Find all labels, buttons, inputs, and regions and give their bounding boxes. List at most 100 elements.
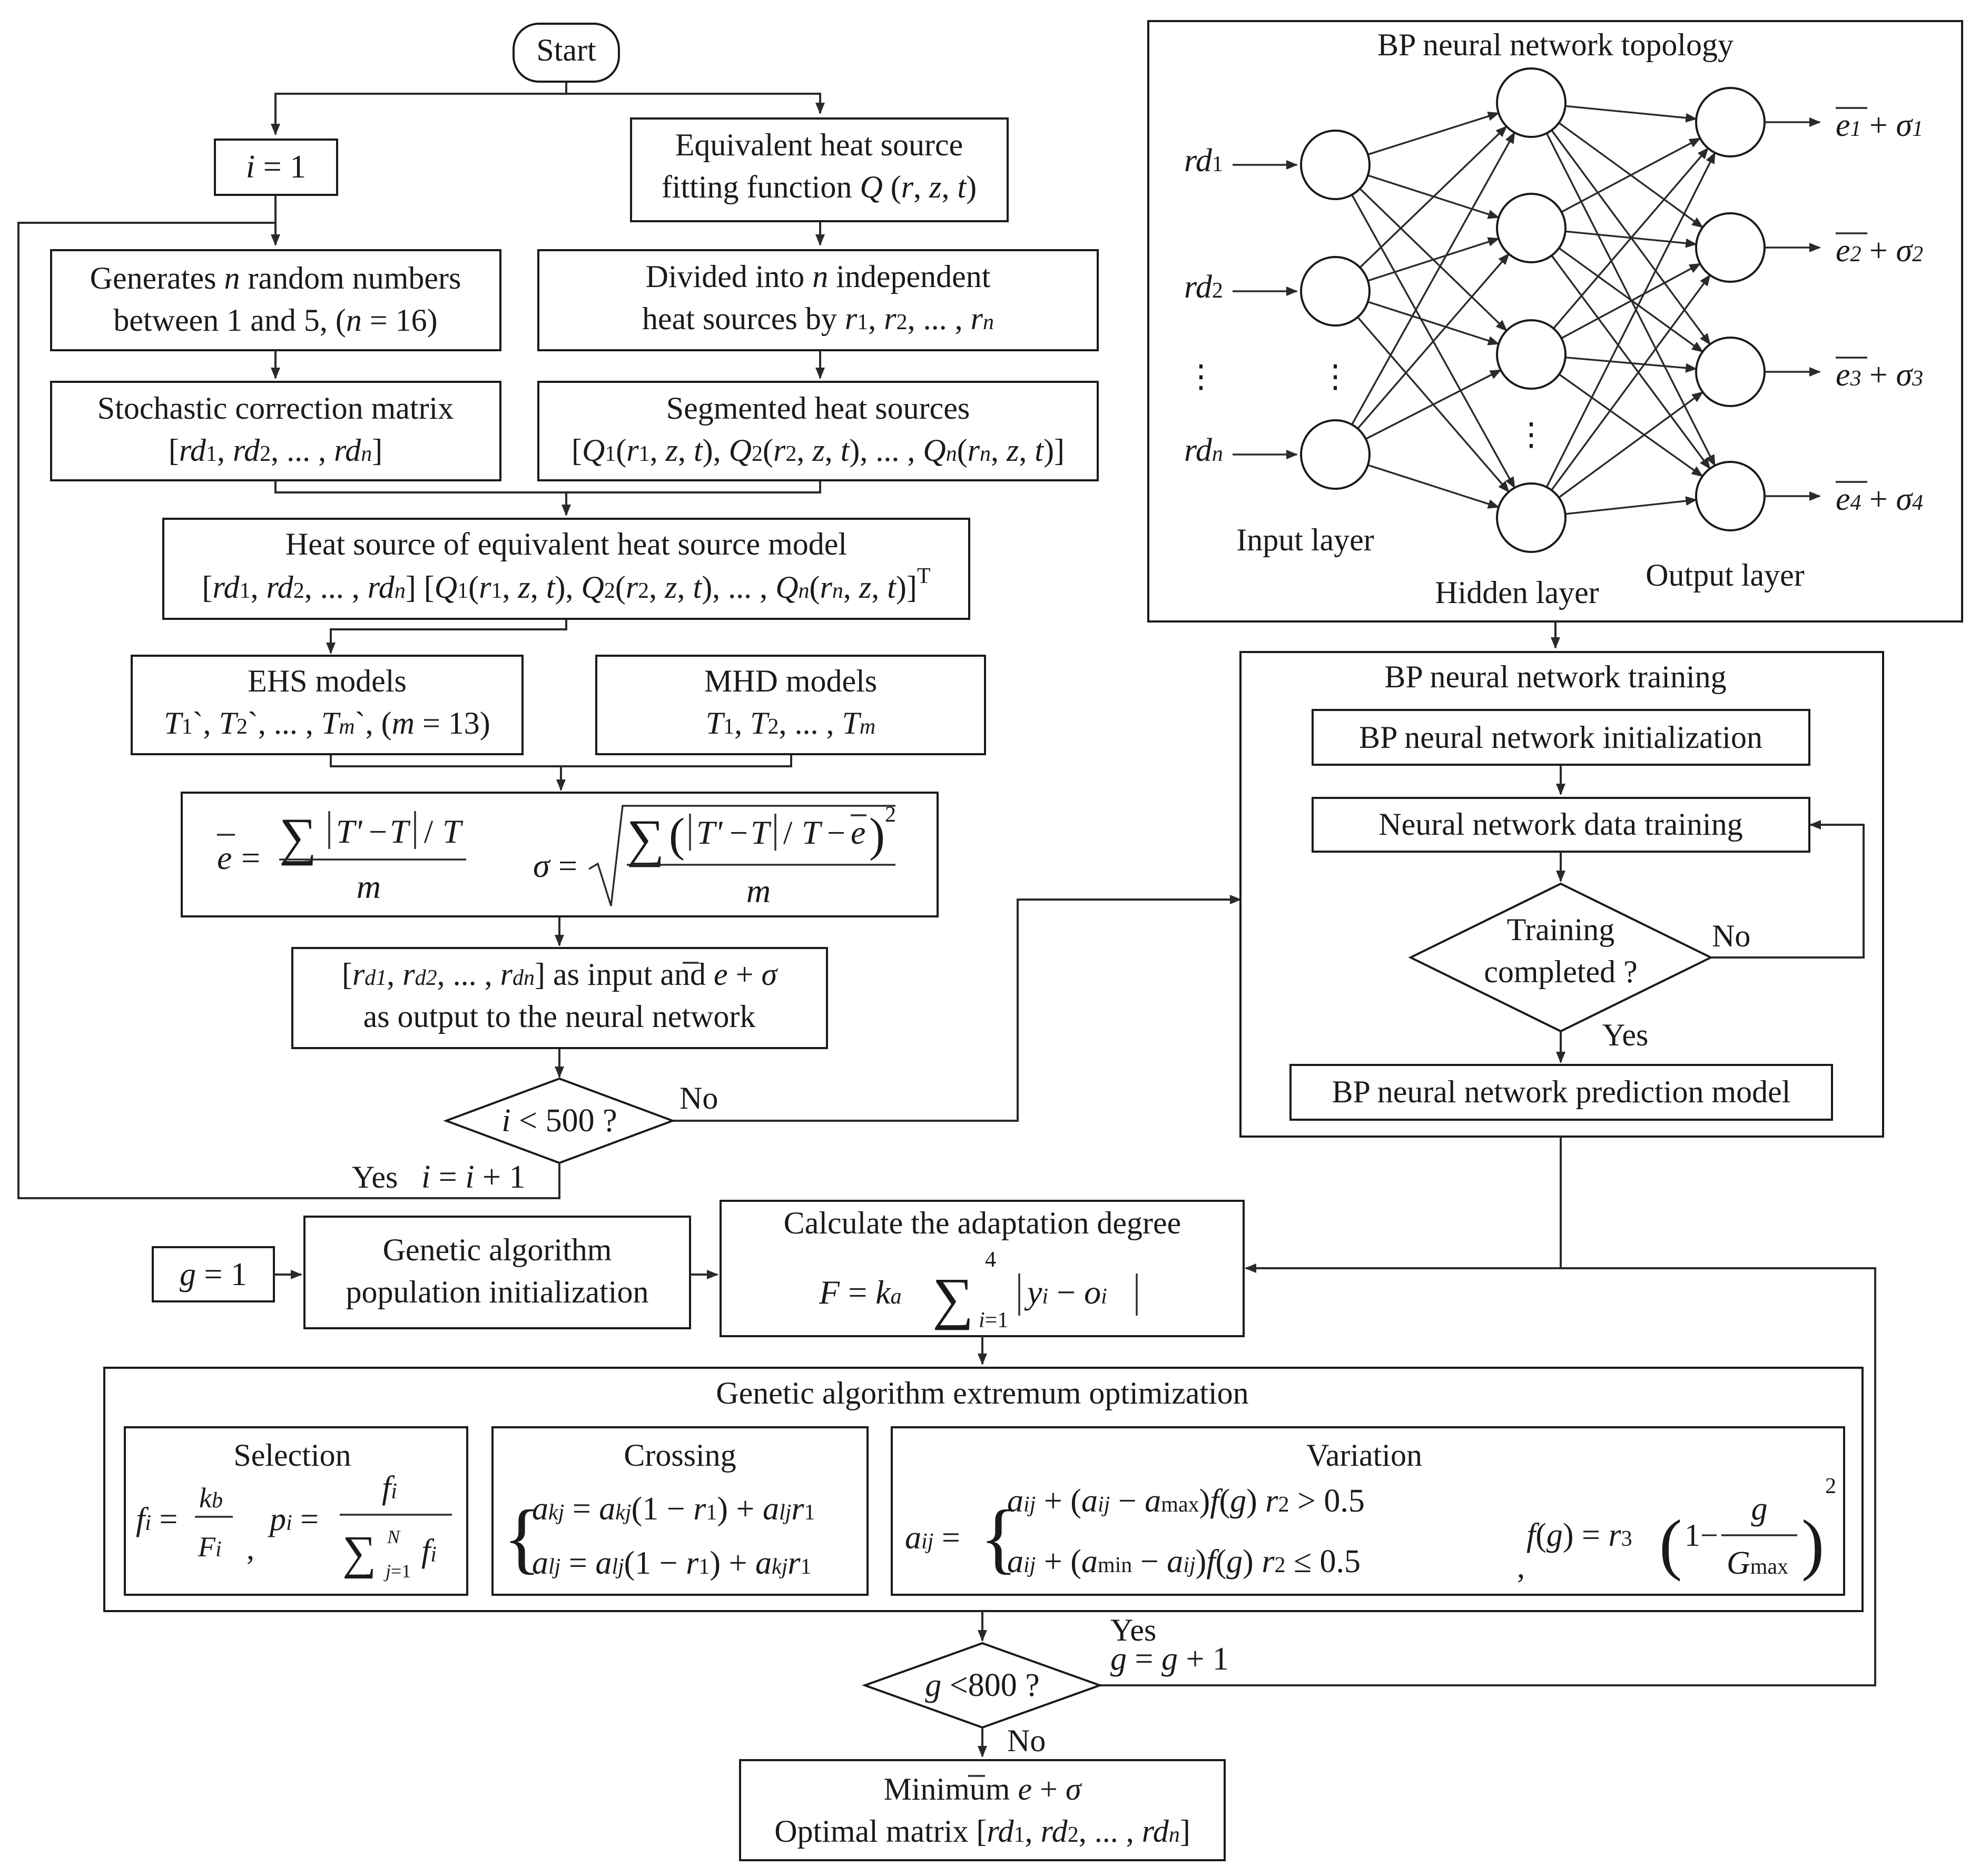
input-neuron xyxy=(1300,419,1371,490)
svg-text:): ) xyxy=(869,809,885,861)
svg-text:e1 + σ1: e1 + σ1 xyxy=(1836,107,1923,143)
svg-text:T: T xyxy=(442,813,464,850)
output-neuron xyxy=(1695,461,1766,531)
svg-text:Segmented heat sources: Segmented heat sources xyxy=(666,391,970,426)
svg-text:,: , xyxy=(1517,1549,1525,1584)
svg-text:Genetic algorithm: Genetic algorithm xyxy=(383,1232,612,1267)
svg-text:∑: ∑ xyxy=(627,809,664,867)
input-layer-label: Input layer xyxy=(1236,522,1374,557)
svg-text:Minimum e + σ: Minimum e + σ xyxy=(883,1772,1082,1806)
svg-text:g: g xyxy=(1751,1491,1768,1527)
i-init-box: i = 1 xyxy=(214,139,338,196)
nn-edge xyxy=(1558,391,1704,498)
svg-text:kb: kb xyxy=(199,1482,223,1514)
bp-training-panel: BP neural network training BP neural net… xyxy=(1239,651,1884,1138)
g-loop-line xyxy=(1100,1267,1876,1686)
nn-edge xyxy=(1565,105,1698,123)
svg-text:=: = xyxy=(241,839,260,876)
segmented-sources-box: Segmented heat sources [Q1(r1, z, t), Q2… xyxy=(537,381,1099,481)
heat-source-model-box: Heat source of equivalent heat source mo… xyxy=(162,518,970,620)
svg-text:,: , xyxy=(247,1531,254,1566)
result-box: Minimum e + σ Optimal matrix [rd1, rd2, … xyxy=(739,1759,1226,1861)
hidden-neuron xyxy=(1496,319,1567,390)
nn-edge xyxy=(1551,255,1711,470)
svg-text:f(g) = r3: f(g) = r3 xyxy=(1526,1517,1632,1553)
crossing-box xyxy=(491,1426,869,1596)
svg-text:): ) xyxy=(1801,1506,1824,1582)
svg-text:i = 1: i = 1 xyxy=(246,149,306,185)
svg-text:[rd1, rd2, ... , rdn]: [rd1, rd2, ... , rdn] xyxy=(169,433,382,468)
svg-text:Generates n random numbers: Generates n random numbers xyxy=(90,261,461,295)
svg-text:MHD models: MHD models xyxy=(704,664,877,698)
nn-edge xyxy=(1351,132,1515,426)
g-yes-label: Yes xyxy=(1110,1613,1156,1647)
population-init-box: Genetic algorithm population initializat… xyxy=(303,1216,691,1329)
nn-edge xyxy=(1367,301,1500,345)
svg-text:e: e xyxy=(851,814,865,851)
input-ellipsis-2: ⋮ xyxy=(1319,359,1351,394)
ehs-models-box: EHS models T1`, T2`, ... , Tm`, (m = 13) xyxy=(131,655,524,755)
hidden-neuron xyxy=(1496,482,1567,553)
svg-text:population initialization: population initialization xyxy=(346,1275,649,1309)
svg-text:F = ka: F = ka xyxy=(819,1273,902,1311)
i-increment-label: i = i + 1 xyxy=(421,1159,525,1195)
nn-edge xyxy=(1359,125,1508,269)
svg-text:−: − xyxy=(369,814,387,850)
svg-text:/: / xyxy=(783,815,793,851)
svg-text:∑: ∑ xyxy=(932,1266,973,1330)
hidden-ellipsis: ⋮ xyxy=(1515,417,1547,452)
svg-text:−: − xyxy=(730,815,748,851)
svg-text:T1`, T2`, ... , Tm`, (m = 13): T1`, T2`, ... , Tm`, (m = 13) xyxy=(164,706,490,740)
stochastic-matrix-box: Stochastic correction matrix [rd1, rd2, … xyxy=(50,381,501,481)
svg-text:g <800 ?: g <800 ? xyxy=(925,1667,1039,1703)
g-increment-label: g = g + 1 xyxy=(1110,1641,1229,1677)
svg-text:as output to the neural networ: as output to the neural network xyxy=(363,999,756,1034)
nn-edge xyxy=(1357,253,1510,429)
svg-text:yi − oi: yi − oi xyxy=(1024,1273,1107,1311)
nn-edge xyxy=(1561,263,1701,339)
svg-text:T: T xyxy=(390,813,411,850)
bp-topology-title: BP neural network topology xyxy=(1377,27,1733,62)
hidden-layer-label: Hidden layer xyxy=(1435,575,1599,610)
svg-text:1−: 1− xyxy=(1685,1518,1718,1553)
svg-text:j=1: j=1 xyxy=(383,1561,411,1582)
svg-text:e: e xyxy=(217,839,232,876)
error-formula-box: e = ∑ T' − T / T m σ = ∑ ( T' − T / T − … xyxy=(181,792,939,917)
mhd-models-box: MHD models T1, T2, ... , Tm xyxy=(595,655,986,755)
hidden-neuron xyxy=(1496,67,1567,138)
hidden-neuron xyxy=(1496,193,1567,263)
nn-io-box: [rd1, rd2, ... , rdn] as input and e + σ… xyxy=(291,947,828,1049)
svg-text:Selection: Selection xyxy=(233,1438,351,1473)
svg-text:2: 2 xyxy=(885,803,896,827)
g-no-label: No xyxy=(1007,1723,1046,1758)
svg-text:e3 + σ3: e3 + σ3 xyxy=(1836,357,1923,393)
svg-text:[rd1, rd2, ... , rdn] [Q1(r1,: [rd1, rd2, ... , rdn] [Q1(r1, z, t), Q2(… xyxy=(202,564,930,605)
bp-training-title: BP neural network training xyxy=(1384,659,1726,694)
svg-text:N: N xyxy=(387,1526,401,1547)
start-label: Start xyxy=(536,33,596,67)
equivalent-heat-source-box: Equivalent heat source fitting function … xyxy=(630,117,1009,222)
output-neuron xyxy=(1695,87,1766,157)
svg-text:i=1: i=1 xyxy=(979,1308,1008,1332)
svg-text:∑: ∑ xyxy=(279,807,317,866)
svg-text:m: m xyxy=(746,872,771,910)
svg-text:−: − xyxy=(827,815,845,851)
svg-text:completed ?: completed ? xyxy=(1484,954,1638,989)
svg-text:Variation: Variation xyxy=(1306,1438,1422,1473)
input-neuron xyxy=(1300,130,1371,200)
g-init-box: g = 1 xyxy=(152,1246,275,1302)
training-yes-label: Yes xyxy=(1602,1018,1648,1052)
adaptation-degree-box: Calculate the adaptation degree F = ka ∑… xyxy=(720,1200,1245,1337)
svg-text:=: = xyxy=(558,847,577,884)
training-no-label: No xyxy=(1712,919,1750,953)
svg-text:Equivalent heat source: Equivalent heat source xyxy=(675,127,963,162)
prediction-model-box: BP neural network prediction model xyxy=(1332,1074,1791,1109)
variation-box xyxy=(891,1426,1845,1596)
nn-edge xyxy=(1551,274,1711,491)
nn-edge xyxy=(1545,152,1716,488)
nn-edge xyxy=(1561,137,1701,213)
nn-edge xyxy=(1367,237,1500,282)
svg-text:/: / xyxy=(424,814,434,850)
no-label-1: No xyxy=(679,1081,718,1115)
